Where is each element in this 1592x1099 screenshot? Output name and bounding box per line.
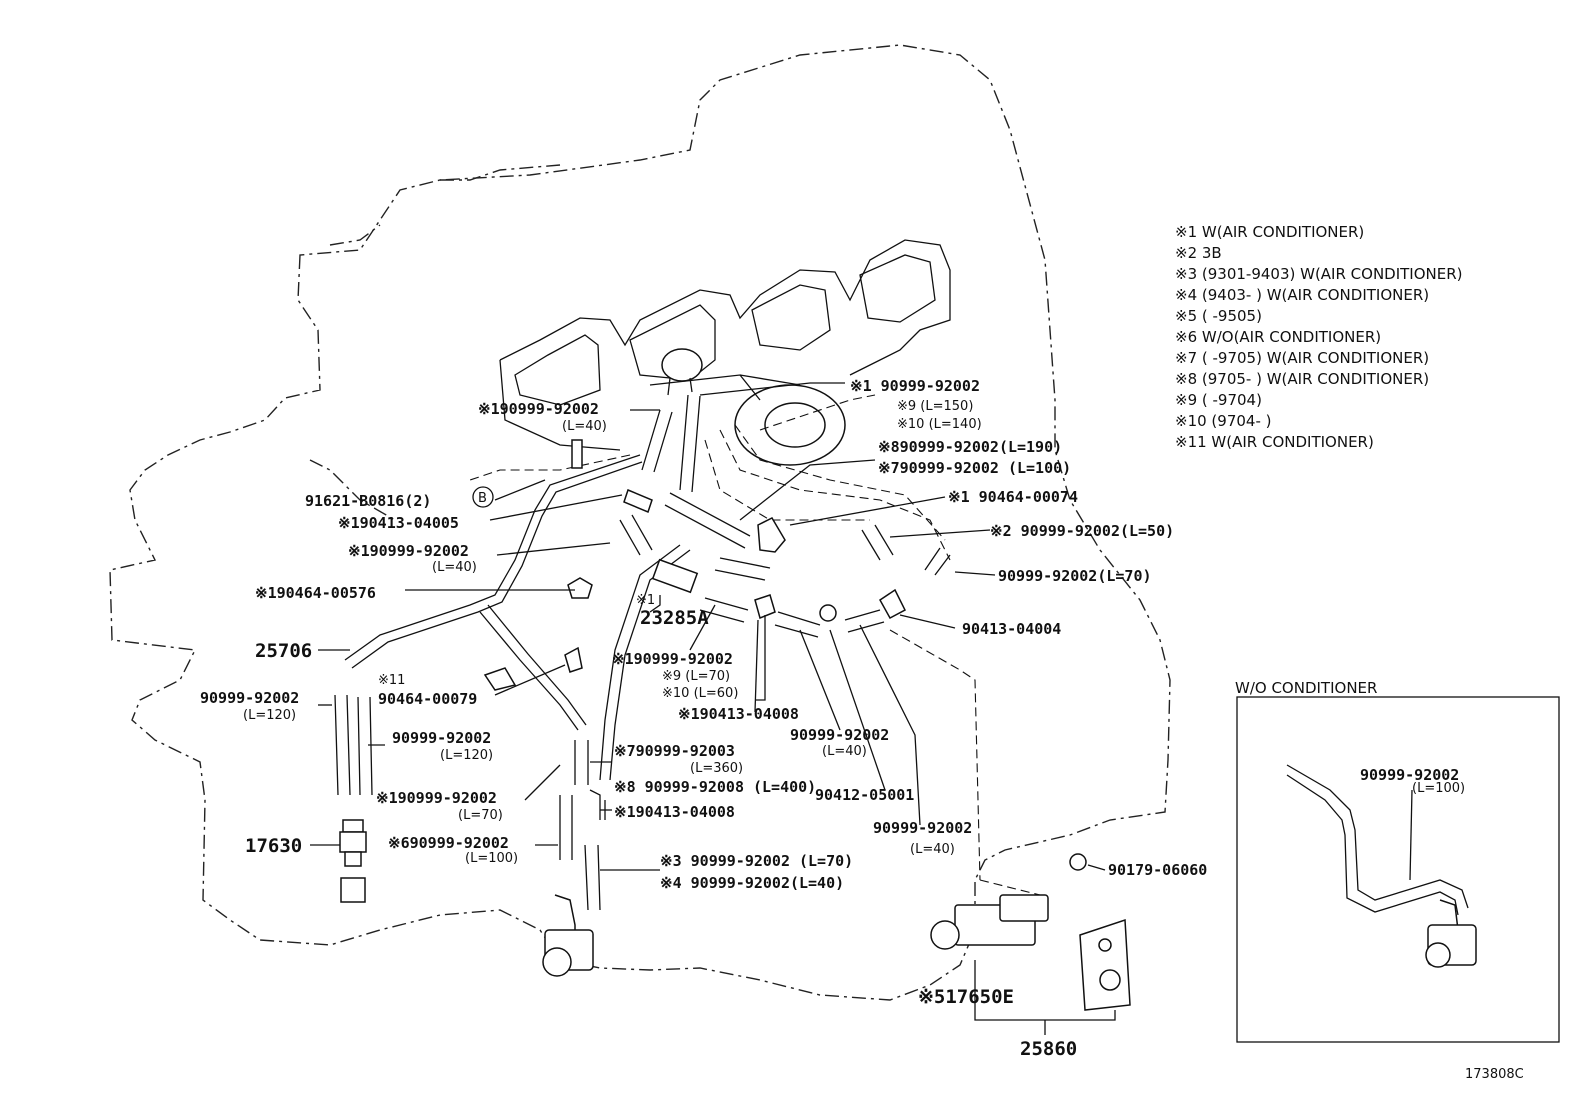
part-label: 90999-92002(L=70) [998,567,1152,585]
part-label: 90413-04004 [962,620,1061,638]
part-label: 91621-B0816(2) [305,492,431,510]
inset-hose-length: (L=100) [1412,781,1465,796]
part-label: ※9 (L=150) [897,399,973,414]
legend-line: ※10 (9704- ) [1175,412,1271,430]
part-label: B [478,491,487,506]
part-label: ※3 90999-92002 (L=70) [660,852,853,870]
part-label: ※790999-92003 [614,742,735,760]
inset-title: W/O CONDITIONER [1235,679,1377,697]
legend-line: ※8 (9705- ) W(AIR CONDITIONER) [1175,370,1429,388]
part-label: (L=40) [432,560,477,575]
part-label: 90412-05001 [815,786,914,804]
part-label: 90999-92002 [200,689,299,707]
part-label: ※190999-92002 [348,542,469,560]
legend-line: ※9 ( -9704) [1175,391,1262,409]
part-label: 90999-92002 [392,729,491,747]
part-label: ※10 (L=140) [897,417,982,432]
part-label: ※2 90999-92002(L=50) [990,522,1174,540]
leader-lines [310,382,1116,1035]
engine-outline [109,44,1171,1001]
part-label: (L=70) [458,808,503,823]
legend-line: ※1 W(AIR CONDITIONER) [1175,223,1364,241]
part-label: 90464-00079 [378,690,477,708]
clip-b-circle [472,486,494,508]
inset-hose-part-number: 90999-92002 [1360,766,1459,784]
footnote-legend: ※1 W(AIR CONDITIONER) ※2 3B ※3 (9301-940… [1175,223,1463,451]
part-label: ※190999-92002 [478,400,599,418]
part-label: 17630 [245,835,302,857]
part-label: ※790999-92002 (L=100) [878,459,1071,477]
part-label: ※190413-04005 [338,514,459,532]
inset-without-conditioner: W/O CONDITIONER 90999-92002 (L=100) [1235,679,1560,1043]
drawing-number: 173808C [1465,1067,1524,1082]
legend-line: ※2 3B [1175,244,1222,262]
legend-line: ※6 W/O(AIR CONDITIONER) [1175,328,1381,346]
part-label: ※190464-00576 [255,584,376,602]
part-label: 90999-92002 [790,726,889,744]
part-label: 23285A [640,607,709,629]
part-label: ※8 90999-92008 (L=400) [614,778,816,796]
legend-line: ※3 (9301-9403) W(AIR CONDITIONER) [1175,265,1463,283]
inset-frame [1236,696,1560,1043]
part-labels: ※1 90999-92002 ※9 (L=150) ※10 (L=140) ※1… [200,377,1524,1082]
part-label: ※1 90999-92002 [850,377,980,395]
hose-network [334,394,1041,911]
part-label: (L=40) [910,842,955,857]
part-label: (L=120) [243,708,296,723]
part-label: (L=40) [822,744,867,759]
part-label: 90999-92002 [873,819,972,837]
part-label: ※190413-04008 [678,705,799,723]
part-label: ※890999-92002(L=190) [878,438,1062,456]
part-label: (L=120) [440,748,493,763]
legend-line: ※5 ( -9505) [1175,307,1262,325]
part-label: ※9 (L=70) [662,669,730,684]
part-label: ※1 90464-00074 [948,488,1078,506]
part-label: ※10 (L=60) [662,686,738,701]
part-label: 25860 [1020,1038,1077,1060]
legend-line: ※11 W(AIR CONDITIONER) [1175,433,1374,451]
part-label: 90179-06060 [1108,861,1207,879]
part-label: ※4 90999-92002(L=40) [660,874,844,892]
legend-line: ※4 (9403- ) W(AIR CONDITIONER) [1175,286,1429,304]
part-label: (L=40) [562,419,607,434]
part-label: ※190413-04008 [614,803,735,821]
part-label: 25706 [255,640,312,662]
part-label: ※1 [636,593,655,608]
part-label: (L=100) [465,851,518,866]
part-label: ※517650E [918,986,1014,1008]
part-label: (L=360) [690,761,743,776]
part-label: ※190999-92002 [376,789,497,807]
legend-line: ※7 ( -9705) W(AIR CONDITIONER) [1175,349,1429,367]
fittings [339,439,1131,1011]
part-label: ※190999-92002 [612,650,733,668]
part-label: ※11 [378,673,405,688]
part-label: ※690999-92002 [388,834,509,852]
